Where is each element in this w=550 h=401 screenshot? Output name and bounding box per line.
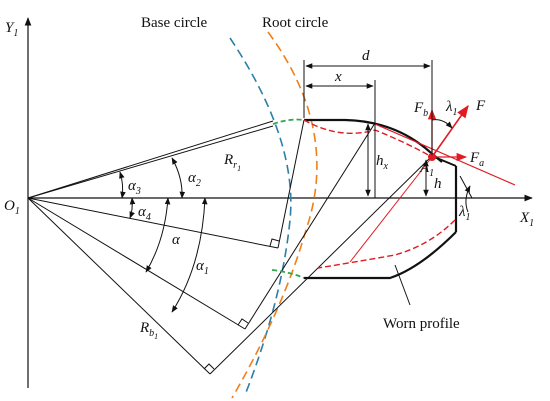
line-Rr1 xyxy=(27,197,279,249)
label-Fb: Fb xyxy=(413,100,428,119)
fillet-bottom xyxy=(271,269,305,279)
alpha1-arc xyxy=(171,197,208,313)
label-x: x xyxy=(334,69,342,85)
alpha3-arc xyxy=(119,171,126,199)
perp-line-2 xyxy=(244,122,376,330)
base-circle-arc xyxy=(229,37,292,396)
label-axis-y: Y1 xyxy=(5,20,18,39)
perp-line-3 xyxy=(209,155,433,375)
perp-line-1 xyxy=(277,119,305,249)
right-angle-1 xyxy=(269,238,280,247)
label-origin: O1 xyxy=(4,198,20,217)
line-to-top-fillet-2 xyxy=(27,120,274,199)
label-Rr1: Rr1 xyxy=(223,152,241,173)
tooth-profile-top xyxy=(304,118,443,163)
label-alpha: α xyxy=(172,232,181,248)
label-alpha3: α3 xyxy=(128,178,141,197)
force-F-arrow xyxy=(431,104,469,158)
label-lambda-right: λ1 xyxy=(458,204,471,223)
line-Rb1 xyxy=(27,197,211,375)
label-alpha1: α1 xyxy=(196,258,209,277)
lambda-right-ref xyxy=(459,175,473,199)
label-worn-profile: Worn profile xyxy=(383,316,460,332)
lambda-right-arc xyxy=(464,185,471,213)
label-hx: hx xyxy=(376,153,389,172)
root-circle-arc xyxy=(231,31,318,399)
label-Fa: Fa xyxy=(469,150,484,169)
label-Rb1: Rb1 xyxy=(139,320,158,341)
worn-profile-leader xyxy=(394,264,411,306)
lambda-top-arc xyxy=(431,119,453,129)
label-base-circle: Base circle xyxy=(141,15,208,31)
label-lambda-top: λ1 xyxy=(445,99,458,118)
right-angle-3 xyxy=(203,363,215,370)
label-F: F xyxy=(475,98,486,114)
line-to-top-fillet xyxy=(27,125,274,199)
worn-profile-bottom xyxy=(317,219,456,269)
line-alpha1 xyxy=(27,197,246,330)
tooth-profile-bottom xyxy=(304,231,457,280)
red-diag xyxy=(349,156,433,263)
label-root-circle: Root circle xyxy=(262,15,329,31)
label-A1: A1 xyxy=(419,160,434,179)
label-axis-x: X1 xyxy=(519,210,534,229)
right-angle-2 xyxy=(237,318,249,326)
alpha-arc xyxy=(145,197,171,273)
tooth-tip-top xyxy=(431,155,457,167)
alpha4-arc xyxy=(129,197,136,219)
point-A1 xyxy=(428,153,436,161)
line-of-action xyxy=(374,123,516,186)
label-d: d xyxy=(362,48,370,64)
label-alpha2: α2 xyxy=(188,170,201,189)
fillet-top xyxy=(272,118,305,125)
label-alpha4: α4 xyxy=(138,204,151,223)
label-h: h xyxy=(434,176,442,192)
alpha2-arc xyxy=(171,157,186,199)
